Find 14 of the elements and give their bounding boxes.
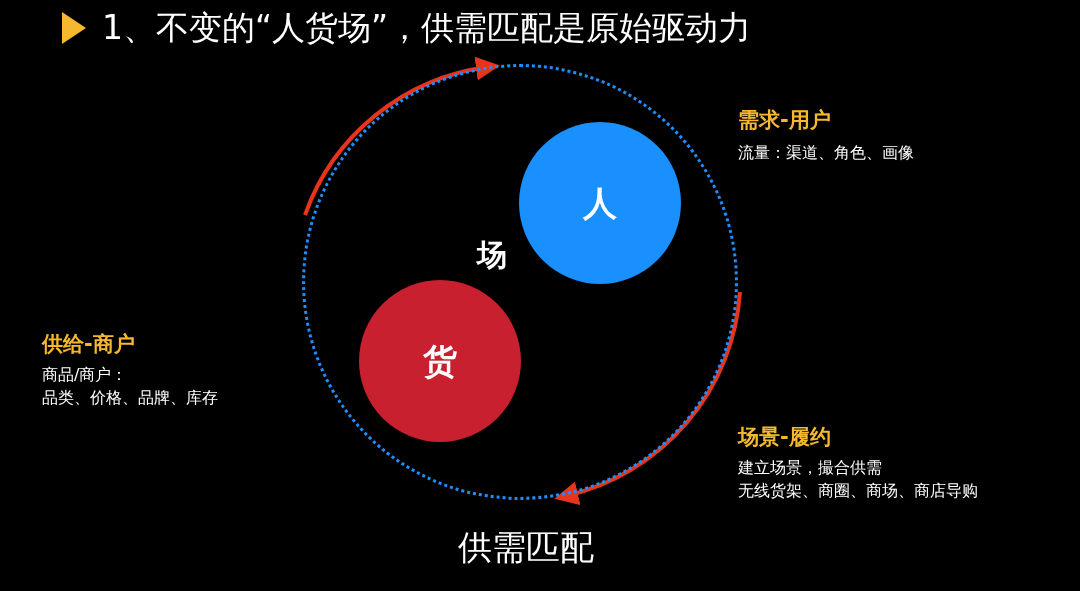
description: 建立场景，撮合供需 xyxy=(738,458,882,479)
description: 品类、价格、品牌、库存 xyxy=(42,388,218,409)
heading: 场景-履约 xyxy=(738,424,831,451)
title: 1、不变的“人货场”，供需匹配是原始驱动力 xyxy=(102,7,752,49)
description: 流量：渠道、角色、画像 xyxy=(738,143,914,164)
caption-text: 供需匹配 xyxy=(458,526,594,569)
description: 无线货架、商圈、商场、商店导购 xyxy=(738,481,978,502)
heading: 需求-用户 xyxy=(738,107,831,134)
heading: 供给-商户 xyxy=(42,331,135,358)
node-label: 场 xyxy=(477,236,507,274)
node-label: 货 xyxy=(422,339,458,383)
node-label: 人 xyxy=(582,181,618,225)
description: 商品/商户： xyxy=(42,365,128,386)
dotted-circle xyxy=(302,64,738,500)
